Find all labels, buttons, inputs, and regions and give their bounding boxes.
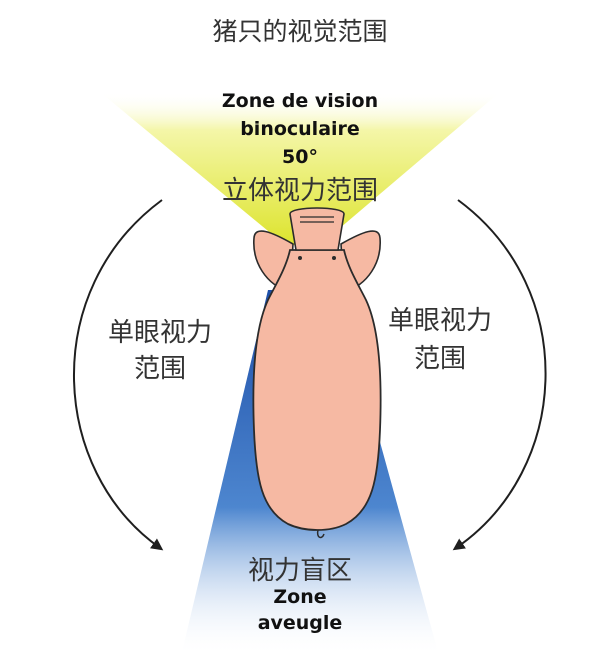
pig-tail (316, 529, 325, 539)
diagram-title: 猪只的视觉范围 (212, 17, 388, 46)
pig-illustration (252, 207, 382, 539)
blind-zone-label-cn: 视力盲区 (247, 556, 352, 586)
binocular-zone (100, 92, 500, 245)
monocular-right-line2: 范围 (413, 344, 466, 374)
blind-zone-label-line2: aveugle (257, 612, 343, 634)
pig-right-eye (332, 256, 336, 260)
binocular-angle: 50° (282, 146, 318, 168)
monocular-right-line1: 单眼视力 (387, 306, 492, 336)
pig-snout (289, 207, 345, 251)
pig-body (252, 249, 382, 531)
right-monocular-arrow (452, 199, 547, 551)
binocular-label-line1: Zone de vision (221, 90, 379, 112)
pig-left-eye (298, 256, 302, 260)
blind-zone-label-line1: Zone (273, 586, 327, 608)
binocular-label-cn: 立体视力范围 (221, 176, 378, 206)
monocular-left-line1: 单眼视力 (107, 318, 212, 348)
binocular-label-line2: binoculaire (240, 118, 360, 140)
left-monocular-arrow (73, 199, 164, 551)
monocular-left-line2: 范围 (133, 354, 186, 384)
